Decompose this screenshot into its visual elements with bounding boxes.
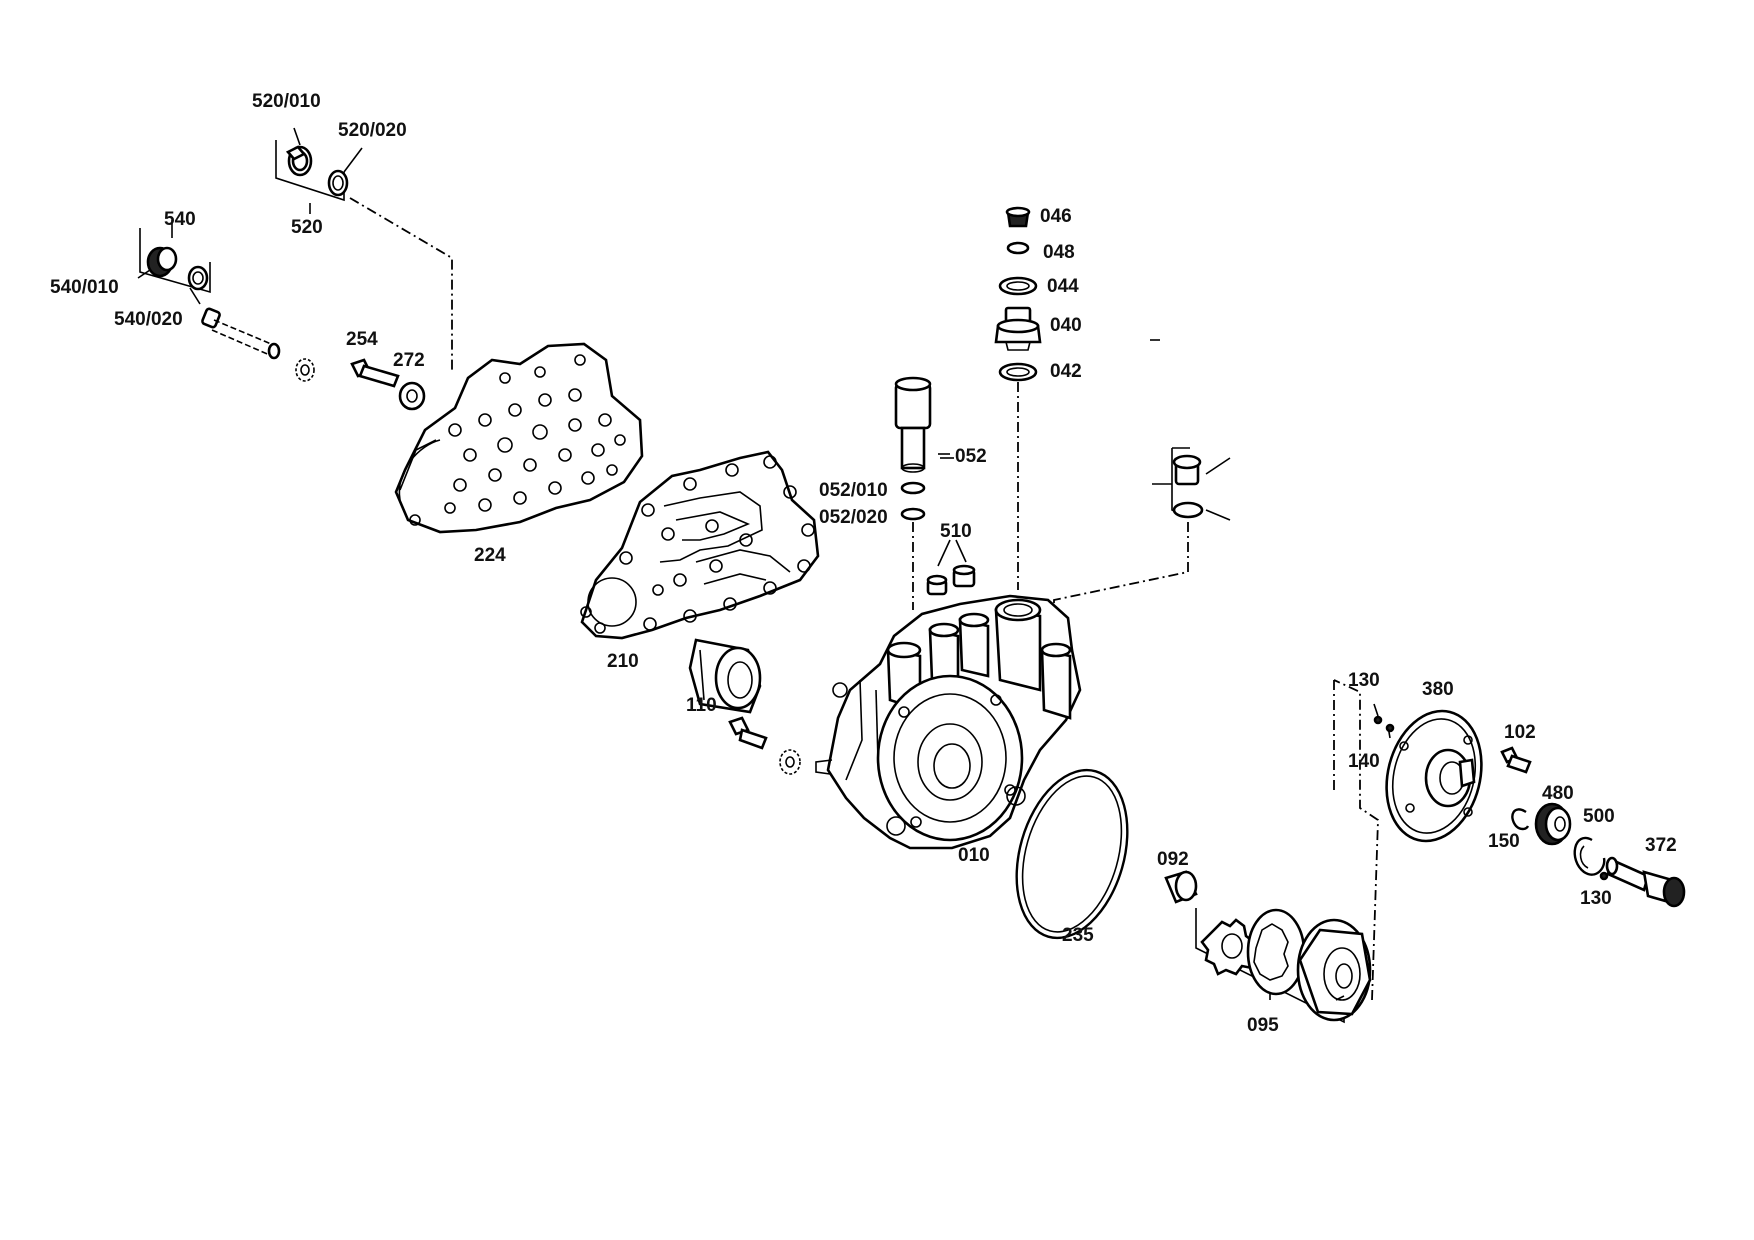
side-plug-group[interactable] <box>1152 447 1231 521</box>
label-130-lower[interactable]: 130 <box>1580 888 1612 909</box>
part-224-cover[interactable] <box>394 342 644 534</box>
part-010-housing[interactable] <box>815 594 1082 850</box>
label-048[interactable]: 048 <box>1043 242 1075 263</box>
assembly-line-side-plug <box>1053 522 1189 630</box>
part-150-clip[interactable] <box>1511 808 1530 831</box>
label-540-010[interactable]: 540/010 <box>50 277 119 298</box>
part-520-group[interactable] <box>275 127 363 214</box>
part-048-oring[interactable] <box>1006 241 1030 255</box>
label-510[interactable]: 510 <box>940 521 972 542</box>
label-044[interactable]: 044 <box>1047 276 1079 297</box>
label-110[interactable]: 110 <box>686 695 717 716</box>
part-500-snapring[interactable] <box>1573 836 1606 876</box>
label-224[interactable]: 224 <box>474 545 506 566</box>
label-040[interactable]: 040 <box>1050 315 1082 336</box>
part-540-group[interactable] <box>137 220 211 305</box>
label-540-020[interactable]: 540/020 <box>114 309 183 330</box>
label-520-020[interactable]: 520/020 <box>338 120 407 141</box>
part-046-plug[interactable] <box>1005 206 1031 228</box>
part-380-cover[interactable] <box>1373 701 1494 851</box>
label-095[interactable]: 095 <box>1247 1015 1279 1036</box>
part-092-bushing[interactable] <box>1164 870 1198 904</box>
part-042-seal[interactable] <box>998 362 1038 382</box>
label-254[interactable]: 254 <box>346 329 378 350</box>
part-044-ring[interactable] <box>998 276 1038 296</box>
label-520-010[interactable]: 520/010 <box>252 91 321 112</box>
label-010[interactable]: 010 <box>958 845 990 866</box>
cover-holes <box>409 354 626 526</box>
label-480[interactable]: 480 <box>1542 783 1574 804</box>
label-052-010[interactable]: 052/010 <box>819 480 888 501</box>
label-500[interactable]: 500 <box>1583 806 1615 827</box>
part-095-gearset[interactable] <box>1195 908 1372 1024</box>
part-102-screw[interactable] <box>1500 746 1532 774</box>
label-520[interactable]: 520 <box>291 217 323 238</box>
part-272-washer[interactable] <box>398 381 426 411</box>
part-254-bolt[interactable] <box>350 358 400 388</box>
label-140[interactable]: 140 <box>1348 751 1380 772</box>
small-screw[interactable] <box>728 716 768 750</box>
part-110-filter[interactable] <box>688 638 762 714</box>
label-380[interactable]: 380 <box>1422 679 1454 700</box>
label-052[interactable]: 052 <box>955 446 987 467</box>
small-washer-left <box>295 358 315 382</box>
part-130-pin-upper[interactable] <box>1373 703 1383 725</box>
assembly-line-520 <box>349 197 453 372</box>
part-052-020-oring[interactable] <box>900 507 926 521</box>
assembly-line-095 <box>1333 679 1379 1001</box>
label-372[interactable]: 372 <box>1645 835 1677 856</box>
part-040-valve[interactable] <box>994 306 1042 351</box>
label-042[interactable]: 042 <box>1050 361 1082 382</box>
gasket-holes <box>580 455 815 634</box>
part-140-pin[interactable] <box>1385 723 1395 739</box>
long-bolt[interactable] <box>201 307 281 360</box>
label-235[interactable]: 235 <box>1062 925 1094 946</box>
label-046[interactable]: 046 <box>1040 206 1072 227</box>
label-150[interactable]: 150 <box>1488 831 1520 852</box>
label-092[interactable]: 092 <box>1157 849 1189 870</box>
part-480-bearing[interactable] <box>1534 802 1572 846</box>
label-210[interactable]: 210 <box>607 651 639 672</box>
small-washer-center <box>779 749 801 775</box>
part-372-shaft[interactable] <box>1605 856 1686 908</box>
label-130-upper[interactable]: 130 <box>1348 670 1380 691</box>
part-235-oring[interactable] <box>998 757 1145 951</box>
label-540[interactable]: 540 <box>164 209 196 230</box>
leader-lines <box>940 339 1160 459</box>
label-272[interactable]: 272 <box>393 350 425 371</box>
label-052-020[interactable]: 052/020 <box>819 507 888 528</box>
part-052-sleeve[interactable] <box>894 376 950 473</box>
part-510-plugs[interactable] <box>926 539 976 596</box>
part-052-010-oring[interactable] <box>900 481 926 495</box>
part-130-pin-lower[interactable] <box>1599 871 1609 881</box>
label-102[interactable]: 102 <box>1504 722 1536 743</box>
part-210-gasket[interactable] <box>580 450 820 640</box>
